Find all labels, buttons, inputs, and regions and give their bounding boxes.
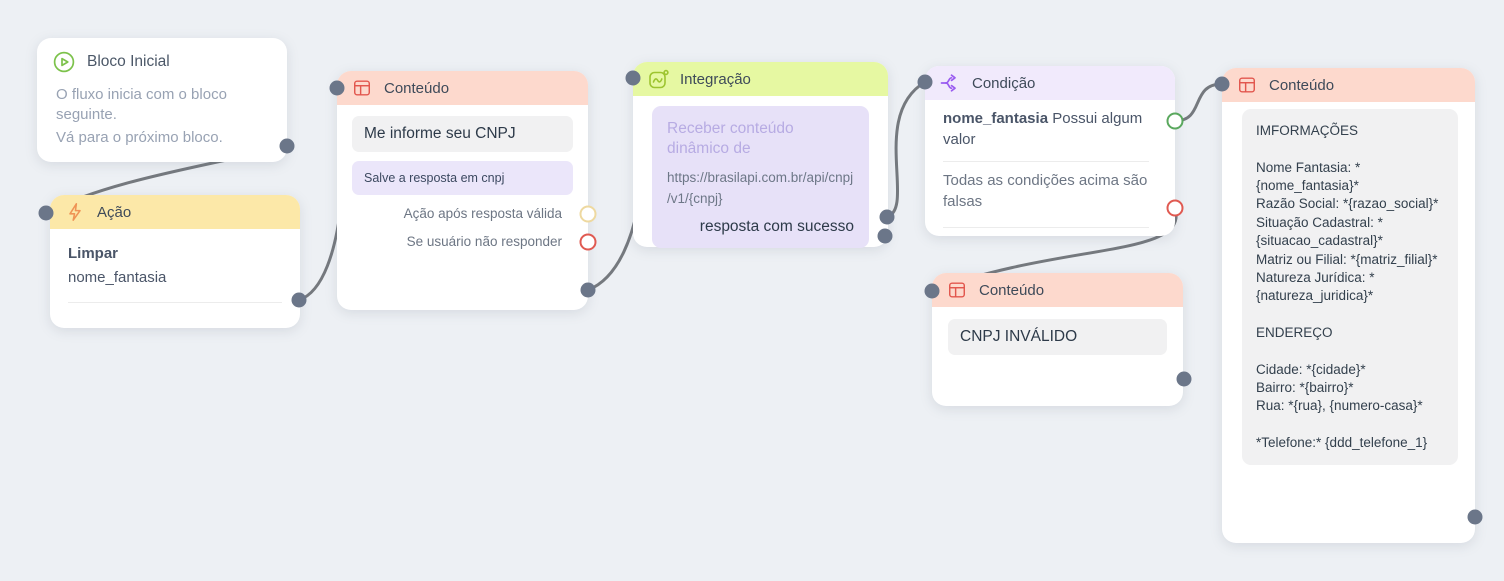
content-table-icon <box>351 77 373 99</box>
node-acao[interactable]: Ação Limpar nome_fantasia <box>50 195 300 328</box>
node-condicao[interactable]: Condição nome_fantasia Possui algum valo… <box>925 66 1175 236</box>
node-integracao[interactable]: Integração Receber conteúdo dinâmico de … <box>633 62 888 248</box>
content-table-icon <box>946 279 968 301</box>
port-label-no-response: Se usuário não responder <box>406 234 562 249</box>
integration-webhook-icon <box>647 68 669 90</box>
message-bubble[interactable]: CNPJ INVÁLIDO <box>948 319 1167 355</box>
integration-url: https://brasilapi.com.br/api/cnpj/v1/{cn… <box>667 170 854 206</box>
integration-config-box[interactable]: Receber conteúdo dinâmico de https://bra… <box>652 106 869 248</box>
port-label-success-response: resposta com sucesso <box>699 217 854 235</box>
branch-condition-icon <box>939 72 961 94</box>
node-title: Bloco Inicial <box>87 53 170 70</box>
node-title: Conteúdo <box>979 281 1045 299</box>
condition-else-row[interactable]: Todas as condições acima são falsas <box>943 162 1149 228</box>
condition-operator: Possui algum valor <box>943 110 1143 148</box>
connector-success-integracao[interactable] <box>879 209 895 225</box>
node-conteudo-cnpj[interactable]: Conteúdo Me informe seu CNPJ Salve a res… <box>337 71 588 310</box>
node-conteudo-invalido[interactable]: Conteúdo CNPJ INVÁLIDO <box>932 273 1183 406</box>
integration-description: Receber conteúdo dinâmico de <box>667 120 794 158</box>
port-label-valid-response: Ação após resposta válida <box>403 206 562 221</box>
port-valid-response[interactable] <box>579 205 597 223</box>
message-bubble[interactable]: IMFORMAÇÕES Nome Fantasia: *{nome_fantas… <box>1242 109 1458 466</box>
divider <box>68 302 282 303</box>
node-title: Conteúdo <box>384 79 450 97</box>
node-header: Integração <box>633 62 888 96</box>
play-circle-icon <box>53 51 75 73</box>
action-type: Limpar <box>68 245 119 262</box>
node-title: Condição <box>972 74 1036 92</box>
connector-out-acao[interactable] <box>291 292 307 308</box>
condition-rule-row[interactable]: nome_fantasia Possui algum valor <box>943 100 1149 162</box>
connector-in-conteudo-cnpj[interactable] <box>329 80 345 96</box>
node-header: Ação <box>50 195 300 229</box>
edge-integracao-to-condicao <box>885 80 927 219</box>
connector-out-conteudo-invalido[interactable] <box>1176 371 1192 387</box>
node-conteudo-informacoes[interactable]: Conteúdo IMFORMAÇÕES Nome Fantasia: *{no… <box>1222 68 1475 543</box>
port-condition-true[interactable] <box>1166 112 1184 130</box>
node-header: Conteúdo <box>932 273 1183 307</box>
node-header: Conteúdo <box>1222 68 1475 102</box>
connector-in-condicao[interactable] <box>917 74 933 90</box>
connector-in-conteudo-invalido[interactable] <box>924 283 940 299</box>
start-description-line2: Vá para o próximo bloco. <box>56 128 223 146</box>
connector-in-integracao[interactable] <box>625 70 641 86</box>
connector-out-conteudo-cnpj[interactable] <box>580 282 596 298</box>
node-title: Conteúdo <box>1269 76 1335 94</box>
connector-in-acao[interactable] <box>38 205 54 221</box>
content-table-icon <box>1236 74 1258 96</box>
node-bloco-inicial[interactable]: Bloco Inicial O fluxo inicia com o bloco… <box>37 38 287 162</box>
connector-out-conteudo-informacoes[interactable] <box>1467 509 1483 525</box>
port-no-response[interactable] <box>579 233 597 251</box>
node-title: Integração <box>680 70 751 88</box>
connector-out-integracao[interactable] <box>877 228 893 244</box>
save-response-note[interactable]: Salve a resposta em cnpj <box>352 161 573 195</box>
start-description-line1: O fluxo inicia com o bloco seguinte. <box>56 86 227 123</box>
connector-out-bloco-inicial[interactable] <box>279 138 295 154</box>
condition-variable: nome_fantasia <box>943 110 1049 127</box>
action-variable: nome_fantasia <box>68 269 167 286</box>
node-header: Condição <box>925 66 1175 100</box>
node-title: Ação <box>97 203 132 221</box>
message-bubble[interactable]: Me informe seu CNPJ <box>352 116 573 152</box>
port-condition-false[interactable] <box>1166 199 1184 217</box>
lightning-icon <box>64 201 86 223</box>
connector-in-conteudo-informacoes[interactable] <box>1214 76 1230 92</box>
node-header: Conteúdo <box>337 71 588 105</box>
